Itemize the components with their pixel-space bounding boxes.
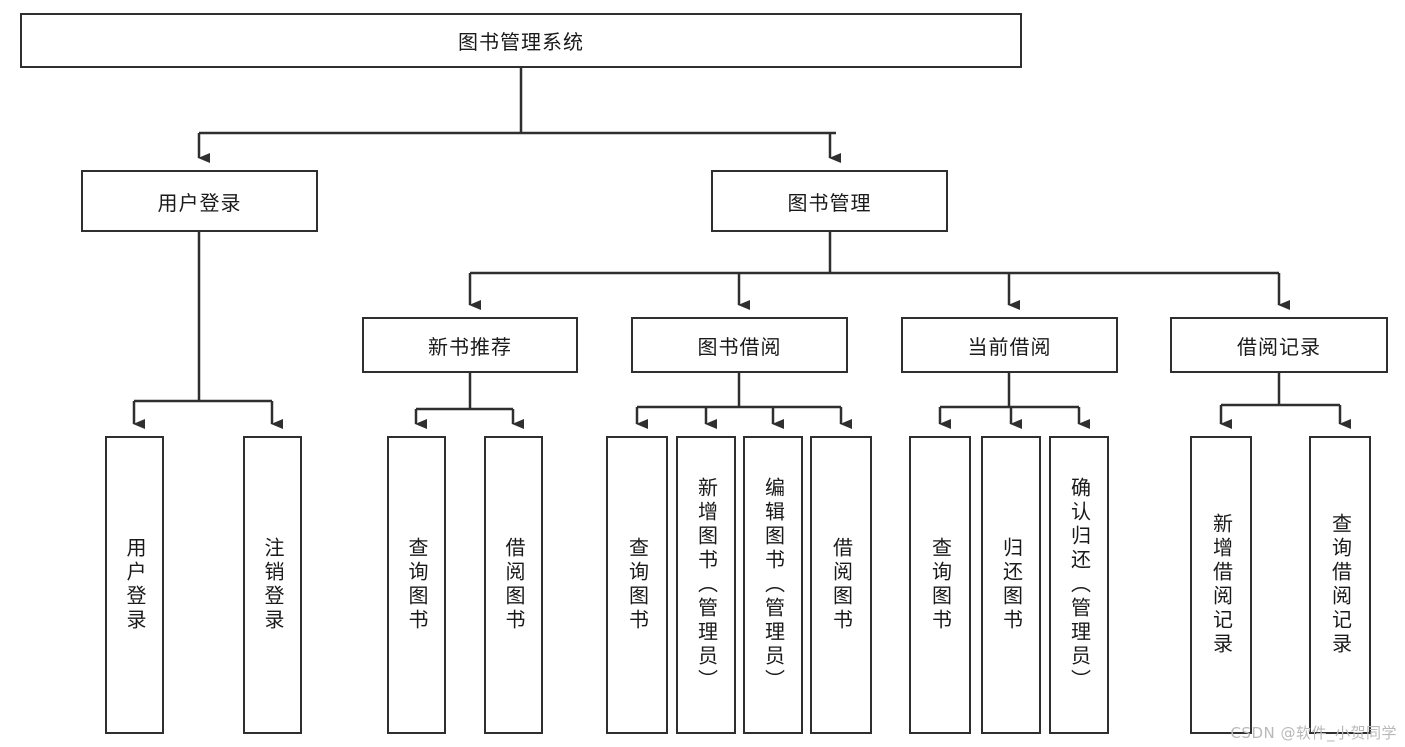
node-borrow-record[interactable]: 借阅记录 <box>1170 317 1388 373</box>
leaf-borrow-book-recommend[interactable]: 借阅图书 <box>484 436 543 734</box>
leaf-borrow-book[interactable]: 借阅图书 <box>810 436 872 734</box>
node-current-borrow[interactable]: 当前借阅 <box>901 317 1118 373</box>
leaf-user-logout[interactable]: 注销登录 <box>243 436 302 734</box>
leaf-edit-book-admin[interactable]: 编辑图书（管理员） <box>743 436 803 734</box>
node-book-borrow[interactable]: 图书借阅 <box>631 317 848 373</box>
node-root-system[interactable]: 图书管理系统 <box>20 13 1022 68</box>
leaf-return-book[interactable]: 归还图书 <box>981 436 1041 734</box>
node-user-login[interactable]: 用户登录 <box>81 170 318 232</box>
leaf-add-book-admin[interactable]: 新增图书（管理员） <box>676 436 736 734</box>
leaf-query-book-borrow[interactable]: 查询图书 <box>606 436 668 734</box>
leaf-query-book-recommend[interactable]: 查询图书 <box>387 436 446 734</box>
leaf-query-book-current[interactable]: 查询图书 <box>909 436 971 734</box>
node-book-manage[interactable]: 图书管理 <box>711 170 948 232</box>
leaf-user-login[interactable]: 用户登录 <box>105 436 164 734</box>
watermark-text: CSDN @软件_小贺同学 <box>1230 724 1397 742</box>
leaf-query-borrow-record[interactable]: 查询借阅记录 <box>1309 436 1371 734</box>
leaf-confirm-return-admin[interactable]: 确认归还（管理员） <box>1049 436 1109 734</box>
node-new-book-recommend[interactable]: 新书推荐 <box>362 317 578 373</box>
leaf-add-borrow-record[interactable]: 新增借阅记录 <box>1190 436 1252 734</box>
